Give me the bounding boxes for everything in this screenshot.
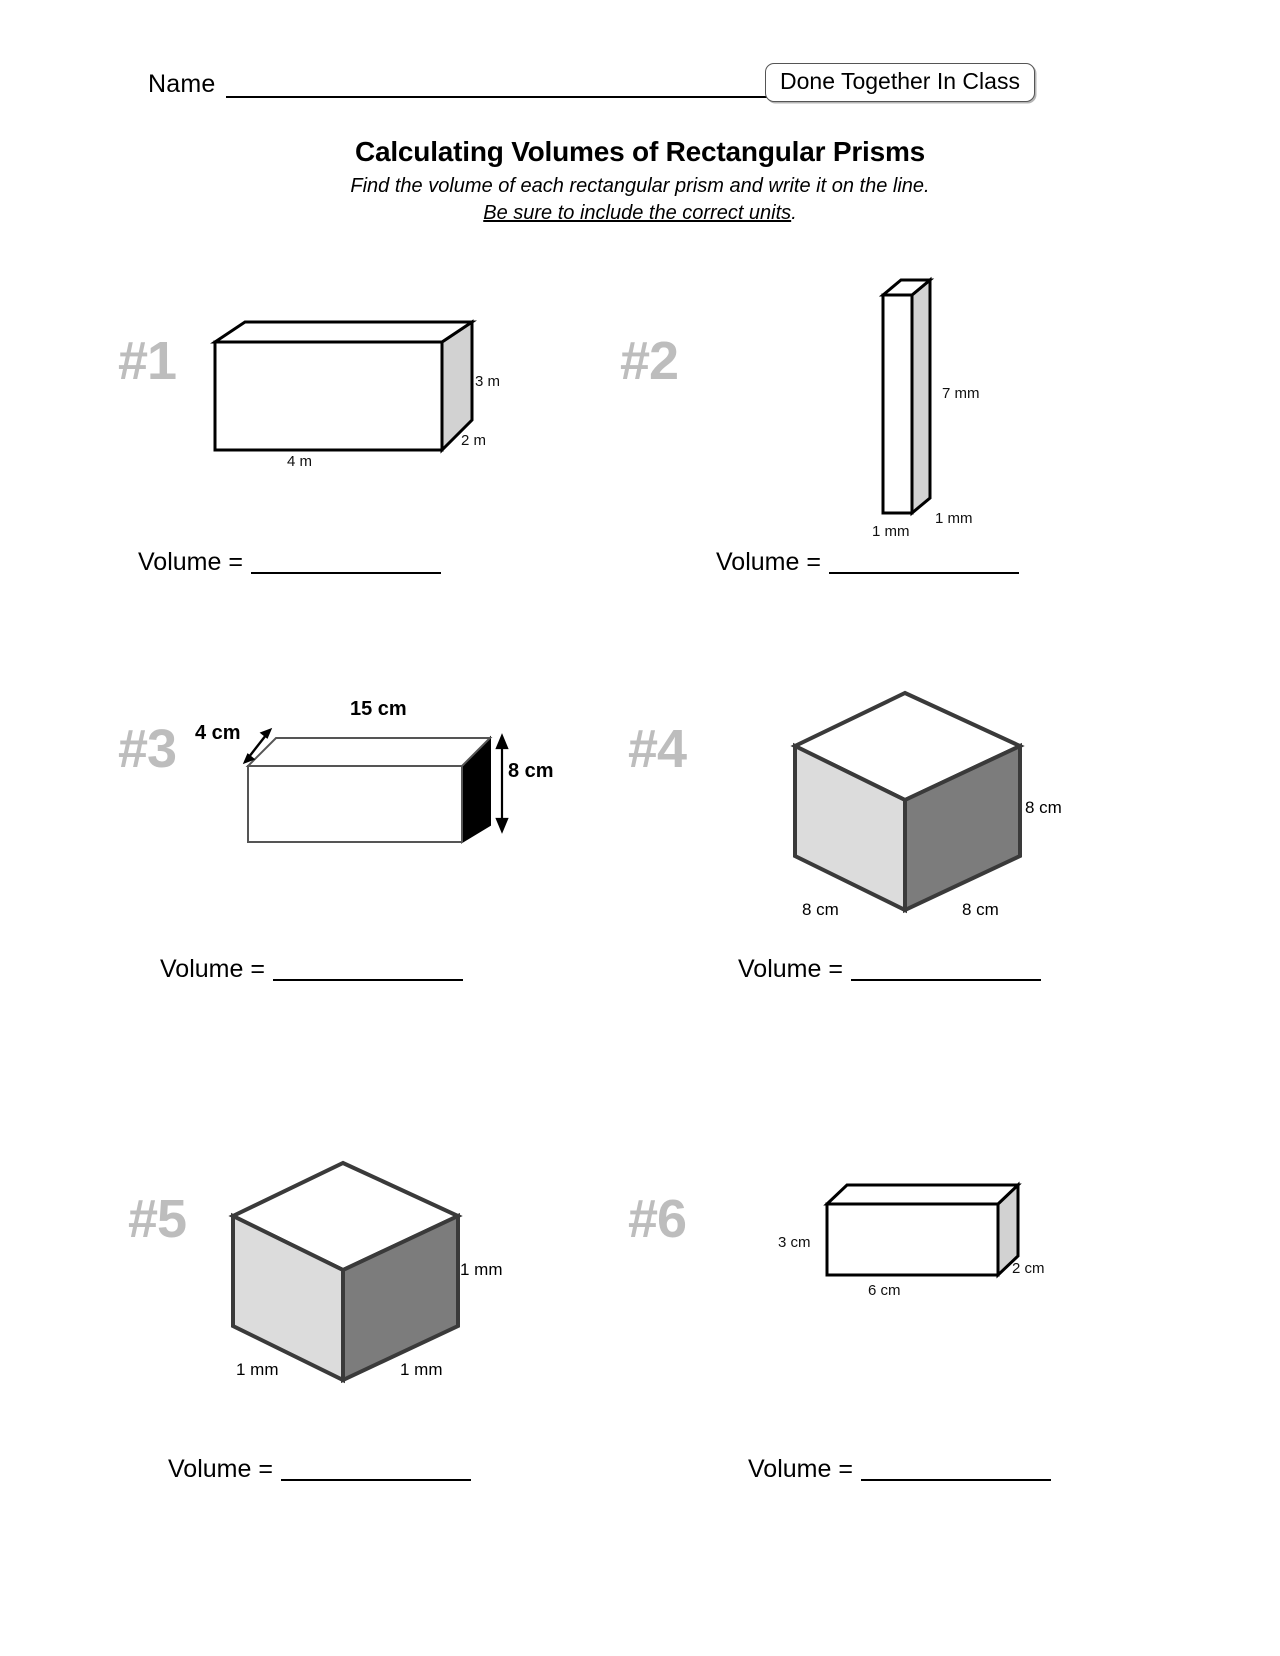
- volume-answer-6[interactable]: Volume =: [748, 1455, 1051, 1484]
- volume-blank-3[interactable]: [272, 979, 463, 981]
- problem-number-2: #2: [620, 331, 679, 391]
- volume-answer-3[interactable]: Volume =: [160, 955, 463, 984]
- dim-1-depth: 2 m: [461, 432, 487, 449]
- instructions-underlined: Be sure to include the correct units: [483, 202, 792, 224]
- instructions-line-2: Be sure to include the correct units.: [0, 202, 1280, 225]
- volume-answer-4[interactable]: Volume =: [738, 955, 1041, 984]
- dim-5-right-edge: 1 mm: [400, 1360, 443, 1379]
- volume-answer-1[interactable]: Volume =: [138, 548, 441, 577]
- problem-number-6: #6: [628, 1189, 687, 1249]
- problem-number-3: #3: [118, 719, 177, 779]
- figure-prism-1: 3 m 2 m 4 m: [205, 310, 500, 470]
- dim-4-right-height: 8 cm: [1025, 798, 1062, 817]
- prism-1-svg: [210, 319, 477, 454]
- volume-label-1: Volume =: [138, 548, 243, 576]
- dim-5-left-edge: 1 mm: [236, 1360, 279, 1379]
- instructions-line-1: Find the volume of each rectangular pris…: [350, 175, 930, 197]
- volume-label-5: Volume =: [168, 1455, 273, 1483]
- figure-prism-3: 15 cm 4 cm 8 cm: [195, 698, 554, 860]
- volume-label-6: Volume =: [748, 1455, 853, 1483]
- done-together-badge[interactable]: Done Together In Class: [765, 63, 1035, 102]
- dim-2-width: 1 mm: [872, 523, 910, 540]
- figure-cube-4: 8 cm 8 cm 8 cm: [790, 688, 1062, 928]
- volume-blank-6[interactable]: [860, 1479, 1051, 1481]
- figure-cube-5: 1 mm 1 mm 1 mm: [228, 1158, 503, 1398]
- dim-4-right-edge: 8 cm: [962, 900, 999, 919]
- dim-1-height: 3 m: [475, 373, 501, 390]
- page-title: Calculating Volumes of Rectangular Prism…: [354, 136, 926, 167]
- dim-5-right-height: 1 mm: [460, 1260, 503, 1279]
- dim-3-height: 8 cm: [508, 760, 554, 782]
- name-row: Name Done Together In Class: [148, 63, 1048, 110]
- dim-3-width: 15 cm: [350, 698, 407, 720]
- prism-2-svg: [878, 276, 935, 517]
- volume-blank-1[interactable]: [250, 572, 441, 574]
- cube-4-svg: [790, 690, 1025, 914]
- problem-number-1: #1: [118, 331, 177, 391]
- volume-blank-5[interactable]: [280, 1479, 471, 1481]
- instructions-period: .: [791, 202, 797, 224]
- dim-6-depth: 2 cm: [1012, 1260, 1045, 1277]
- figure-prism-6: 3 cm 2 cm 6 cm: [778, 1160, 1045, 1299]
- volume-answer-5[interactable]: Volume =: [168, 1455, 471, 1484]
- volume-blank-2[interactable]: [828, 572, 1019, 574]
- dim-2-depth: 1 mm: [935, 510, 973, 527]
- problem-number-4: #4: [628, 719, 687, 779]
- cube-5-svg: [228, 1160, 463, 1384]
- volume-label-4: Volume =: [738, 955, 843, 983]
- dim-6-width: 6 cm: [868, 1282, 901, 1299]
- name-label: Name: [148, 70, 216, 98]
- prism-3-svg: [242, 727, 509, 844]
- dim-4-left-edge: 8 cm: [802, 900, 839, 919]
- figure-prism-2: 7 mm 1 mm 1 mm: [870, 275, 1020, 540]
- problem-number-5: #5: [128, 1189, 187, 1249]
- prism-6-svg: [823, 1181, 1022, 1279]
- volume-blank-4[interactable]: [850, 979, 1041, 981]
- dim-2-height: 7 mm: [942, 385, 980, 402]
- name-write-in-line[interactable]: [226, 96, 876, 98]
- volume-answer-2[interactable]: Volume =: [716, 548, 1019, 577]
- dim-3-depth: 4 cm: [195, 722, 241, 744]
- dim-6-height: 3 cm: [778, 1234, 811, 1251]
- volume-label-3: Volume =: [160, 955, 265, 983]
- dim-1-width: 4 m: [287, 453, 313, 470]
- volume-label-2: Volume =: [716, 548, 821, 576]
